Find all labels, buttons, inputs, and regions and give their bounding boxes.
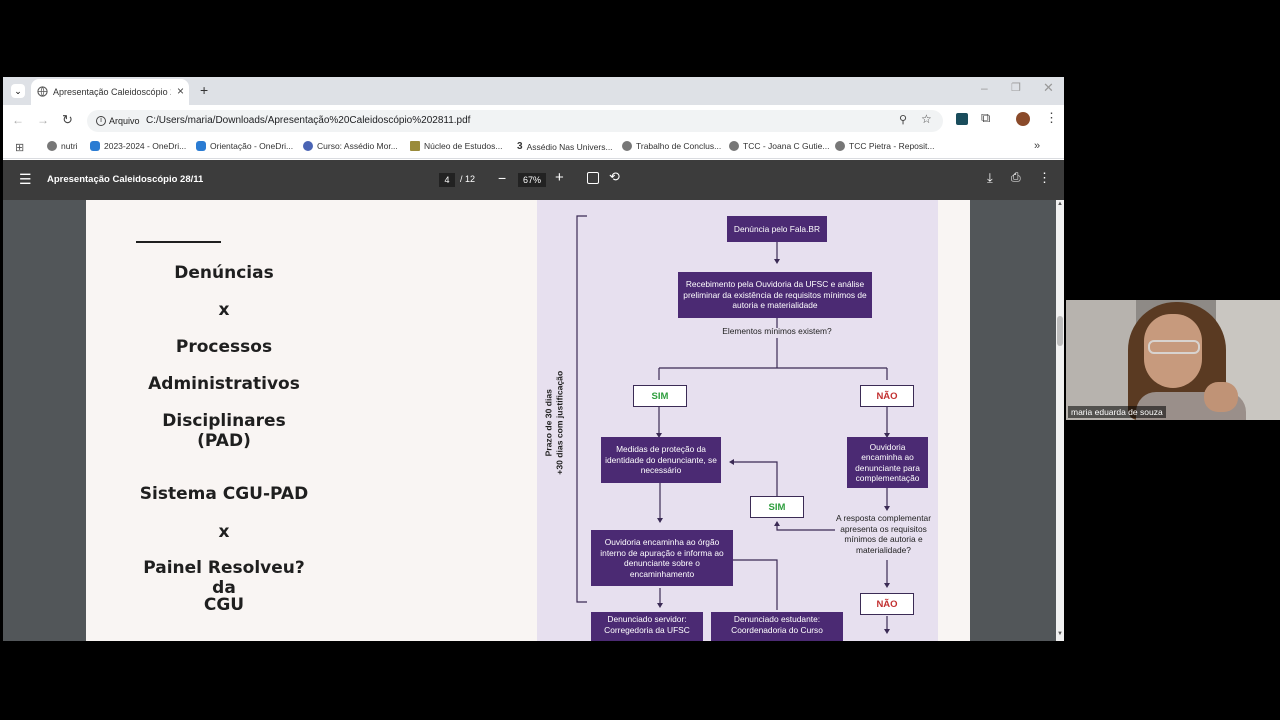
address-bar[interactable]: i Arquivo C:/Users/maria/Downloads/Apres…	[87, 110, 943, 132]
slide-line: Processos	[175, 337, 273, 357]
globe-icon	[622, 141, 632, 151]
bookmark-item[interactable]: TCC Pietra - Reposit...	[835, 141, 935, 151]
page-total: / 12	[460, 174, 476, 184]
extension-icon[interactable]	[956, 113, 968, 125]
flow-box-fala-br: Denúncia pelo Fala.BR	[727, 216, 827, 242]
pdf-page: Denúncias x Processos Administrativos Di…	[86, 200, 970, 641]
fit-page-icon[interactable]	[587, 172, 599, 184]
tab-strip: ⌄ Apresentação Caleidoscópio 28/11.pdf ×…	[3, 77, 1064, 105]
more-bookmarks-icon[interactable]: »	[1034, 140, 1041, 152]
flow-box-complementacao: Ouvidoria encaminha ao denunciante para …	[847, 437, 928, 488]
slide-line: x	[218, 300, 230, 320]
slide-line: CGU	[203, 595, 245, 615]
flow-box-recebimento: Recebimento pela Ouvidoria da UFSC e aná…	[678, 272, 872, 318]
flow-box-estudante: Denunciado estudante: Coordenadoria do C…	[711, 612, 843, 641]
pdf-title: Apresentação Caleidoscópio 28/11	[47, 174, 204, 185]
bookmark-item[interactable]: TCC - Joana C Gutie...	[729, 141, 829, 151]
onedrive-icon	[90, 141, 100, 151]
number-three-icon: 3	[517, 141, 523, 152]
maximize-icon[interactable]: ❐	[1011, 82, 1021, 94]
zoom-icon[interactable]: ⚲	[899, 114, 908, 126]
globe-icon	[835, 141, 845, 151]
slide-line: x	[218, 522, 230, 542]
tab-close-icon[interactable]: ×	[176, 84, 184, 98]
scroll-thumb[interactable]	[1057, 316, 1063, 346]
browser-window: ⌄ Apresentação Caleidoscópio 28/11.pdf ×…	[3, 77, 1064, 641]
bookmark-star-icon[interactable]: ☆	[921, 112, 932, 126]
scroll-up-arrow[interactable]: ▲	[1057, 201, 1063, 207]
tab-search-icon[interactable]: ⌄	[11, 84, 25, 98]
reload-icon[interactable]: ↻	[62, 112, 73, 127]
close-window-icon[interactable]: ✕	[1043, 80, 1054, 95]
slide-line: Painel Resolveu? da	[143, 558, 305, 598]
scroll-down-arrow[interactable]: ▼	[1057, 631, 1063, 637]
zoom-out-icon[interactable]: −	[498, 170, 507, 186]
wall-left	[1066, 300, 1136, 420]
back-icon[interactable]: ←	[12, 113, 24, 127]
bookmark-item[interactable]: Trabalho de Conclus...	[622, 141, 721, 151]
download-icon[interactable]: ⤓	[987, 170, 993, 185]
pdf-toolbar: ☰ Apresentação Caleidoscópio 28/11 4 / 1…	[3, 160, 1064, 200]
deadline-label: Prazo de 30 dias +30 dias com justificaç…	[543, 343, 564, 503]
globe-icon	[729, 141, 739, 151]
flow-question-2: A resposta complementar apresenta os req…	[836, 513, 931, 555]
browser-menu-icon[interactable]: ⋮	[1045, 110, 1058, 125]
person-hand	[1204, 382, 1238, 412]
glasses	[1148, 340, 1200, 354]
flowchart-panel: Prazo de 30 dias +30 dias com justificaç…	[537, 200, 938, 641]
puzzle-icon[interactable]: ⧉	[981, 110, 991, 125]
tab-pdf[interactable]: Apresentação Caleidoscópio 28/11.pdf ×	[31, 79, 189, 105]
viewer-scrollbar[interactable]: ▲ ▼	[1056, 200, 1064, 641]
participant-name: maria eduarda de souza	[1068, 406, 1166, 418]
flow-box-protecao: Medidas de proteção da identidade do den…	[601, 437, 721, 483]
print-icon[interactable]: ⎙	[1011, 170, 1021, 184]
browser-toolbar: ← → ↻ i Arquivo C:/Users/maria/Downloads…	[3, 105, 1064, 137]
minimize-icon[interactable]: –	[981, 81, 988, 95]
globe-icon	[37, 86, 48, 97]
flow-box-servidor: Denunciado servidor: Corregedoria da UFS…	[591, 612, 703, 641]
chip-label: Arquivo	[109, 116, 140, 126]
flow-nao-2: NÃO	[860, 593, 914, 615]
profile-avatar[interactable]	[1016, 112, 1030, 126]
url-text[interactable]: C:/Users/maria/Downloads/Apresentação%20…	[146, 115, 471, 126]
zoom-input[interactable]: 67%	[518, 173, 546, 187]
flow-sim-1: SIM	[633, 385, 687, 407]
pdf-menu-icon[interactable]: ☰	[19, 171, 32, 187]
bookmark-item[interactable]: Núcleo de Estudos...	[410, 141, 502, 151]
bookmark-item[interactable]: nutri	[47, 141, 78, 151]
site-info-chip[interactable]: i Arquivo	[91, 113, 146, 129]
page-number-input[interactable]: 4	[439, 173, 455, 187]
bookmark-item[interactable]: Orientação - OneDri...	[196, 141, 293, 151]
apps-grid-icon[interactable]: ⊞	[15, 142, 25, 154]
pdf-viewer[interactable]: Denúncias x Processos Administrativos Di…	[3, 200, 1064, 641]
bookmarks-bar: ⊞ nutri 2023-2024 - OneDri... Orientação…	[3, 137, 1064, 159]
new-tab-button[interactable]: +	[200, 82, 209, 98]
onedrive-icon	[196, 141, 206, 151]
info-icon: i	[96, 116, 106, 126]
slide-line: Denúncias	[174, 263, 274, 283]
slide-line: Disciplinares (PAD)	[162, 411, 286, 451]
flowchart-connectors	[576, 215, 890, 634]
flow-nao-1: NÃO	[860, 385, 914, 407]
flow-sim-2: SIM	[750, 496, 804, 518]
deadline-line-1: Prazo de 30 dias	[543, 389, 554, 457]
forward-icon[interactable]: →	[37, 113, 49, 127]
flow-box-encaminha: Ouvidoria encaminha ao órgão interno de …	[591, 530, 733, 586]
globe-icon	[47, 141, 57, 151]
slide-line: Sistema CGU-PAD	[139, 484, 309, 504]
tab-title: Apresentação Caleidoscópio 28/11.pdf	[53, 87, 171, 97]
slide-line: Administrativos	[148, 374, 300, 394]
building-icon	[410, 141, 420, 151]
deadline-line-2: +30 dias com justificação	[554, 370, 564, 475]
bookmark-item[interactable]: Curso: Assédio Mor...	[303, 141, 398, 151]
pdf-more-icon[interactable]: ⋮	[1038, 170, 1051, 185]
rotate-icon[interactable]: ⟲	[609, 169, 620, 184]
flow-question-1: Elementos mínimos existem?	[722, 326, 832, 336]
zoom-in-icon[interactable]: +	[555, 169, 564, 186]
title-rule	[136, 241, 221, 243]
bookmark-item[interactable]: 2023-2024 - OneDri...	[90, 141, 186, 151]
webcam-video: maria eduarda de souza	[1066, 300, 1280, 420]
course-icon	[303, 141, 313, 151]
